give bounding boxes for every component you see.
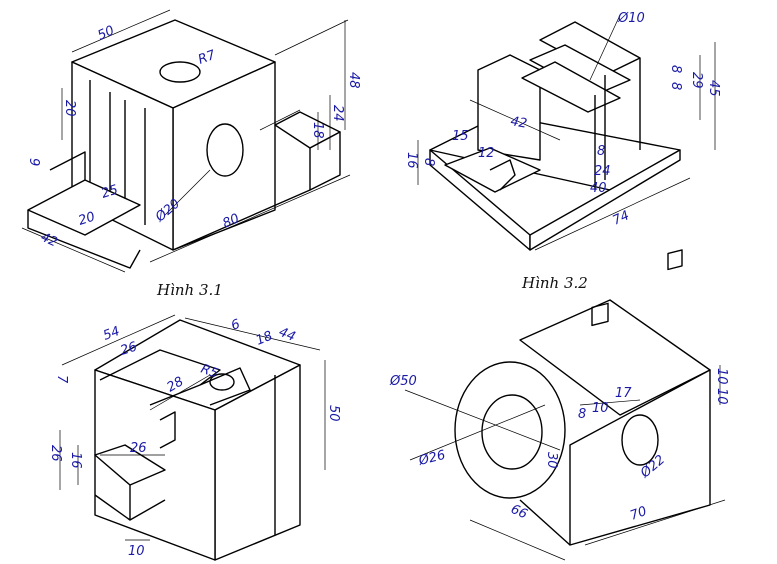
fig2-dim-12: 12 [478,146,495,161]
fig2-dim-8a: 8 [668,65,683,73]
fig3-dim-50: 50 [326,405,341,422]
fig4-hole [621,414,659,466]
fig3-dim-10: 10 [128,544,145,559]
fig4-square-left [591,302,609,327]
fig1-caption: Hình 3.1 [156,281,223,299]
fig2-dim-8c: 8 [421,158,436,166]
fig1-dim-20-bottom: 20 [77,209,97,228]
fig4-cylinder [454,361,566,499]
fig1-dim-20-left: 20 [62,100,77,117]
fig2-dim-15: 15 [452,129,469,144]
fig4-dim-d50: Ø50 [389,374,417,389]
fig4-dim-10a: 10 [592,401,609,416]
fig4-dim-10c: 10 [714,388,729,405]
fig1-dim-24: 24 [330,105,345,122]
fig1-dim-48: 48 [346,72,361,89]
fig4-dim-66: 66 [508,502,529,522]
fig3-dim-26-top: 26 [119,339,139,358]
fig2-dim-42: 42 [509,114,528,132]
fig2-dim-16: 16 [404,152,419,169]
fig3-dim-6: 6 [229,317,242,334]
fig2-dim-45: 45 [706,80,721,97]
figure-3-1 [21,9,351,273]
fig4-square-right [667,249,683,271]
fig2-dim-40: 40 [590,181,607,196]
fig2-dim-24: 24 [594,164,611,179]
fig3-dim-54: 54 [101,324,122,344]
fig2-slot [444,147,541,193]
fig3-dim-r5: R5 [199,362,220,382]
fig3-hole [209,373,235,391]
fig4-dim-70: 70 [628,504,649,524]
fig2-dim-8b: 8 [668,82,683,90]
fig1-dim-80: 80 [221,211,242,231]
fig1-dim-r7: R7 [196,47,218,67]
fig4-dim-30: 30 [544,452,559,469]
fig4-dim-8: 8 [578,407,586,422]
fig1-dim-25: 25 [100,182,120,201]
fig2-dim-74: 74 [611,208,632,228]
figure-3 [59,314,326,561]
fig1-dim-9: 9 [26,158,41,166]
fig4-dim-10b: 10 [714,368,729,385]
fig1-top-hole [159,61,201,83]
fig1-dim-50: 50 [96,23,117,43]
fig3-dim-18: 18 [254,329,275,349]
fig3-dim-16: 16 [68,452,83,469]
fig2-caption: Hình 3.2 [521,274,588,292]
figure-4 [404,249,726,561]
fig4-dim-d26: Ø26 [416,448,447,469]
fig3-dim-26-left: 26 [48,445,63,462]
fig4-bore [481,394,543,470]
fig3-dim-28: 28 [165,374,187,395]
fig1-side-hole [206,123,244,177]
fig1-dim-18: 18 [310,122,325,139]
fig4-dim-17: 17 [615,386,632,401]
fig2-dim-d10: Ø10 [617,11,645,26]
fig3-dim-26-slot: 26 [130,441,147,456]
fig1-step [27,179,141,236]
fig2-dim-29: 29 [689,72,704,89]
fig3-dim-7: 7 [54,375,69,384]
figure-3-2 [417,14,716,251]
fig2-left-wall [477,54,541,161]
fig3-dim-44: 44 [277,325,298,345]
fig1-dim-42: 42 [38,230,59,250]
fig2-dim-8d: 8 [597,144,605,159]
